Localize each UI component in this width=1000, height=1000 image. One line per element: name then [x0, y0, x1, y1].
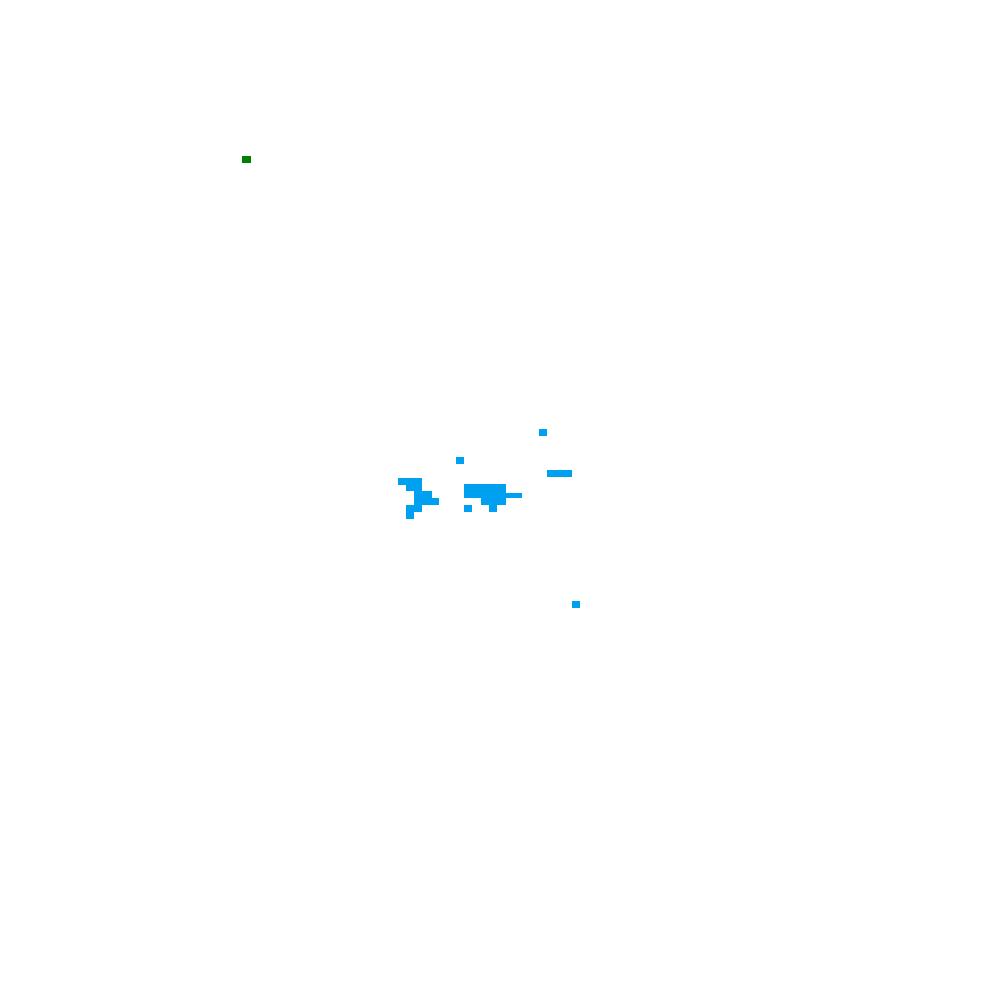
territory-tile-icon: [406, 512, 414, 519]
territory-tile-icon: [464, 484, 506, 493]
territory-tile-icon: [539, 429, 547, 436]
territory-tile-icon: [406, 485, 422, 491]
territory-tile-icon: [572, 601, 580, 608]
territory-tile-icon: [489, 505, 497, 512]
territory-tile-icon: [464, 505, 472, 512]
territory-tile-icon: [456, 457, 464, 464]
territory-tile-icon: [547, 470, 572, 477]
territory-tile-icon: [464, 493, 522, 498]
territory-tile-icon: [398, 478, 422, 485]
territory-tile-icon: [414, 491, 432, 498]
player-marker-icon[interactable]: [242, 156, 251, 163]
territory-tile-icon: [414, 498, 439, 505]
territory-tile-icon: [481, 498, 506, 505]
territory-tile-icon: [406, 505, 422, 512]
